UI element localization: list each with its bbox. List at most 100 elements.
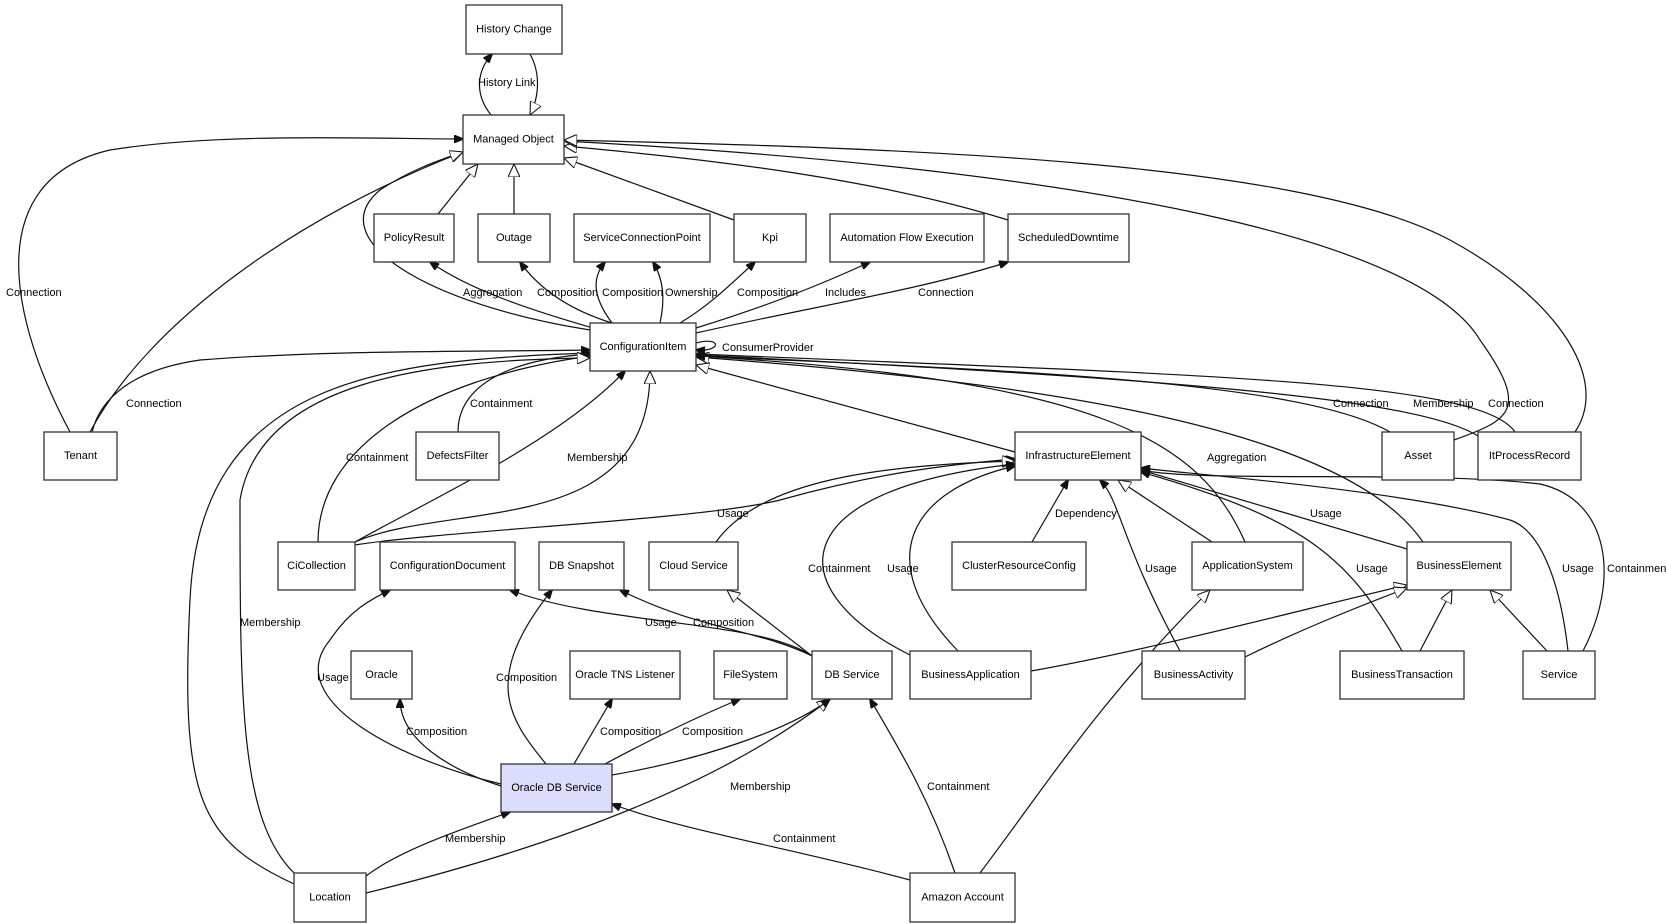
node-asset[interactable]: Asset xyxy=(1381,431,1455,481)
edge-business-activity-to-infrastructure-element xyxy=(1100,480,1181,652)
node-box[interactable] xyxy=(462,114,565,165)
node-box[interactable] xyxy=(648,541,739,591)
node-business-transaction[interactable]: BusinessTransaction xyxy=(1339,650,1465,700)
node-business-activity[interactable]: BusinessActivity xyxy=(1141,650,1246,700)
node-box[interactable] xyxy=(1477,431,1582,481)
node-box[interactable] xyxy=(1522,650,1596,700)
node-it-process-record[interactable]: ItProcessRecord xyxy=(1477,431,1582,481)
edge-oracle-db-service-to-oracle-tns-listener xyxy=(573,699,612,765)
association-edge-line xyxy=(365,699,830,894)
edge-service-to-business-element xyxy=(1490,590,1548,652)
node-box[interactable] xyxy=(1141,650,1246,700)
node-label: PolicyResult xyxy=(384,232,445,244)
node-kpi[interactable]: Kpi xyxy=(733,213,807,263)
edge-location-to-configuration-item xyxy=(239,358,590,874)
node-ci-collection[interactable]: CiCollection xyxy=(277,541,356,591)
node-box[interactable] xyxy=(951,541,1087,591)
node-db-snapshot[interactable]: DB Snapshot xyxy=(538,541,625,591)
edge-business-application-to-infrastructure-element xyxy=(822,464,1015,656)
edge-business-application-to-infrastructure-element xyxy=(909,466,1015,652)
association-edge-line xyxy=(187,353,590,885)
edge-label: Composition xyxy=(693,617,754,629)
inheritance-edge-line xyxy=(89,152,463,433)
node-scheduled-downtime[interactable]: ScheduledDowntime xyxy=(1007,213,1130,263)
node-box[interactable] xyxy=(1339,650,1465,700)
node-tenant[interactable]: Tenant xyxy=(43,431,118,481)
node-business-element[interactable]: BusinessElement xyxy=(1406,541,1512,591)
node-box[interactable] xyxy=(811,650,893,700)
association-edge-line xyxy=(909,466,1015,652)
node-box[interactable] xyxy=(909,872,1016,923)
association-edge-line xyxy=(507,590,552,765)
edge-oracle-db-service-to-db-service xyxy=(611,699,830,776)
node-box[interactable] xyxy=(713,650,788,700)
edge-cloud-service-to-infrastructure-element xyxy=(715,461,1015,543)
node-service[interactable]: Service xyxy=(1522,650,1596,700)
node-box[interactable] xyxy=(277,541,356,591)
inheritance-edge-line xyxy=(727,590,813,657)
node-box[interactable] xyxy=(1381,431,1455,481)
node-cloud-service[interactable]: Cloud Service xyxy=(648,541,739,591)
node-oracle-db-service[interactable]: Oracle DB Service xyxy=(500,763,613,813)
node-box[interactable] xyxy=(43,431,118,481)
edge-amazon-account-to-application-system xyxy=(979,590,1210,874)
edge-service-to-infrastructure-element xyxy=(1141,470,1605,652)
association-edge-line xyxy=(573,699,612,765)
association-edge-line xyxy=(430,262,601,331)
node-configuration-document[interactable]: ConfigurationDocument xyxy=(379,541,516,591)
node-box[interactable] xyxy=(465,4,563,55)
node-infrastructure-element[interactable]: InfrastructureElement xyxy=(1014,431,1142,481)
edge-label: Composition xyxy=(406,726,467,738)
node-label: ConfigurationDocument xyxy=(390,560,506,572)
node-box[interactable] xyxy=(1191,541,1304,591)
node-box[interactable] xyxy=(538,541,625,591)
edge-label: Connection xyxy=(1333,398,1389,410)
node-cluster-resource-config[interactable]: ClusterResourceConfig xyxy=(951,541,1087,591)
node-box[interactable] xyxy=(379,541,516,591)
node-history-change[interactable]: History Change xyxy=(465,4,563,55)
node-business-application[interactable]: BusinessApplication xyxy=(909,650,1032,700)
edge-application-system-to-infrastructure-element xyxy=(1118,480,1213,543)
node-defects-filter[interactable]: DefectsFilter xyxy=(415,431,500,481)
inheritance-edge-line xyxy=(979,590,1210,874)
node-box[interactable] xyxy=(733,213,807,263)
node-label: Outage xyxy=(496,232,532,244)
node-box[interactable] xyxy=(569,650,681,700)
node-box[interactable] xyxy=(350,650,413,700)
edge-label: Containment xyxy=(470,398,532,410)
node-application-system[interactable]: ApplicationSystem xyxy=(1191,541,1304,591)
node-outage[interactable]: Outage xyxy=(477,213,551,263)
node-box[interactable] xyxy=(909,650,1032,700)
edge-label: Usage xyxy=(645,617,677,629)
node-box[interactable] xyxy=(500,763,613,813)
node-box[interactable] xyxy=(1406,541,1512,591)
edge-configuration-item-to-service-connection-point xyxy=(595,262,613,324)
node-box[interactable] xyxy=(573,213,711,263)
node-box[interactable] xyxy=(373,213,455,263)
node-box[interactable] xyxy=(293,872,367,923)
node-file-system[interactable]: FileSystem xyxy=(713,650,788,700)
edge-label: Includes xyxy=(825,287,866,299)
node-service-connection-point[interactable]: ServiceConnectionPoint xyxy=(573,213,711,263)
inheritance-edge-line xyxy=(611,699,830,776)
node-box[interactable] xyxy=(589,322,697,372)
edge-configuration-item-to-scheduled-downtime xyxy=(695,262,1008,334)
node-managed-object[interactable]: Managed Object xyxy=(462,114,565,165)
node-box[interactable] xyxy=(477,213,551,263)
node-configuration-item[interactable]: ConfigurationItem xyxy=(589,322,697,372)
node-automation-flow-execution[interactable]: Automation Flow Execution xyxy=(829,213,985,263)
node-box[interactable] xyxy=(415,431,500,481)
node-box[interactable] xyxy=(829,213,985,263)
node-db-service[interactable]: DB Service xyxy=(811,650,893,700)
node-oracle[interactable]: Oracle xyxy=(350,650,413,700)
node-location[interactable]: Location xyxy=(293,872,367,923)
node-box[interactable] xyxy=(1007,213,1130,263)
node-amazon-account[interactable]: Amazon Account xyxy=(909,872,1016,923)
node-label: Automation Flow Execution xyxy=(840,232,973,244)
inheritance-edge-line xyxy=(1490,590,1548,652)
node-label: CiCollection xyxy=(287,560,346,572)
node-oracle-tns-listener[interactable]: Oracle TNS Listener xyxy=(569,650,681,700)
node-box[interactable] xyxy=(1014,431,1142,481)
node-policy-result[interactable]: PolicyResult xyxy=(373,213,455,263)
